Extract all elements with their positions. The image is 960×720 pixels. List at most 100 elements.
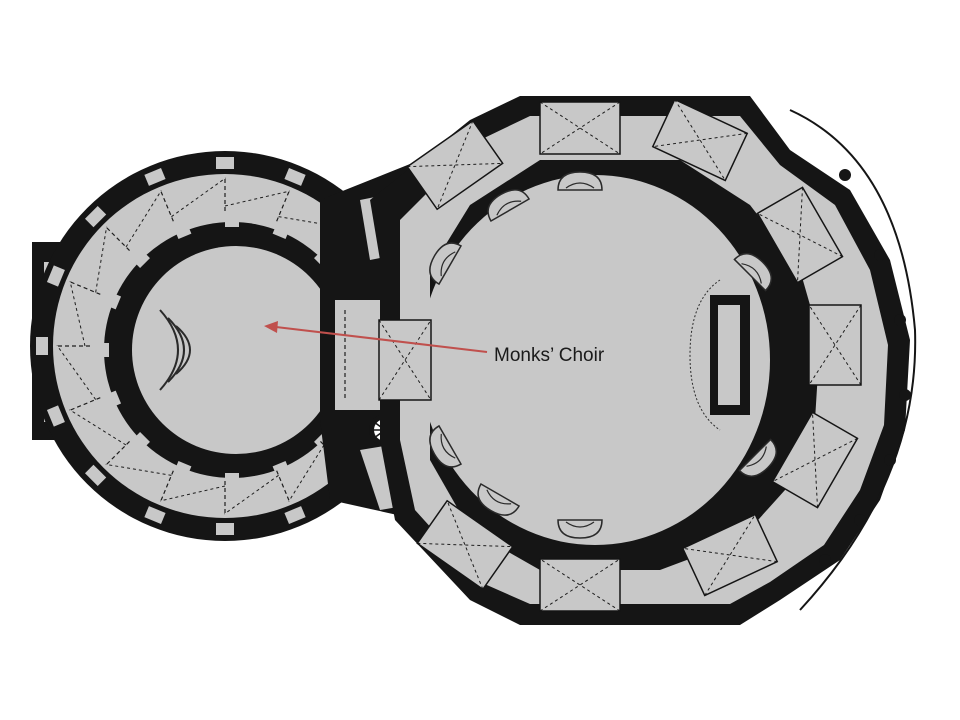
chapel-step bbox=[486, 489, 512, 505]
rotunda-pier bbox=[46, 265, 65, 287]
buttress bbox=[884, 454, 896, 466]
inner-pier bbox=[225, 217, 239, 227]
vault-diagonal bbox=[69, 281, 86, 347]
monks-choir-annotation: Monks’ Choir bbox=[264, 321, 605, 366]
chapel-step bbox=[565, 521, 595, 528]
inner-pier bbox=[174, 224, 192, 240]
vault-rib bbox=[757, 212, 843, 258]
inner-pier bbox=[174, 460, 192, 476]
nave-chapels bbox=[429, 171, 777, 539]
vault-diagonal bbox=[171, 177, 226, 218]
vault-rib bbox=[446, 500, 484, 590]
vault-bay bbox=[809, 305, 861, 385]
rotunda-pier bbox=[216, 157, 234, 169]
vault-rib bbox=[159, 470, 174, 504]
bay-outline bbox=[416, 499, 514, 591]
buttress bbox=[854, 514, 866, 526]
side-chapel bbox=[738, 438, 777, 477]
chapel-step bbox=[565, 182, 595, 189]
vault-rib bbox=[378, 319, 432, 401]
vault-diagonal bbox=[288, 444, 325, 502]
inner-pier bbox=[133, 251, 150, 268]
bay-outline bbox=[771, 411, 859, 509]
east-apse-outline bbox=[789, 109, 917, 611]
rotunda-pier bbox=[84, 205, 107, 228]
choir-apse-step bbox=[175, 325, 191, 375]
east-buttresses bbox=[819, 169, 911, 566]
vault-rib bbox=[539, 558, 621, 612]
vault-bay bbox=[757, 187, 843, 283]
vault-rib bbox=[159, 188, 174, 222]
bay-outline bbox=[681, 513, 779, 597]
bay-outline bbox=[756, 186, 844, 284]
bay-outline bbox=[808, 304, 862, 386]
inner-pier bbox=[99, 343, 109, 357]
vault-diagonal bbox=[56, 345, 97, 400]
nave-floor bbox=[420, 175, 770, 545]
east-octagon bbox=[370, 96, 917, 625]
vault-rib bbox=[539, 101, 621, 155]
vault-rib bbox=[276, 470, 291, 504]
vault-rib bbox=[67, 280, 101, 295]
vault-rib bbox=[796, 187, 804, 283]
annotation-arrow-line bbox=[275, 326, 488, 353]
bay-outline bbox=[406, 119, 504, 211]
vault-rib bbox=[67, 397, 101, 412]
vault-rib bbox=[808, 304, 862, 386]
vault-diagonal bbox=[95, 226, 108, 293]
rotunda-pier bbox=[144, 506, 166, 525]
bay-outline bbox=[378, 319, 432, 401]
chapel-step bbox=[440, 251, 456, 277]
monks-choir-floor bbox=[132, 246, 340, 454]
side-chapel bbox=[733, 253, 772, 292]
rotunda-pier bbox=[284, 506, 306, 525]
vault-diagonal bbox=[69, 409, 127, 446]
buttress bbox=[899, 389, 911, 401]
rotunda-pier bbox=[144, 167, 166, 186]
vault-rib bbox=[652, 132, 748, 148]
rotunda-pier bbox=[216, 523, 234, 535]
inner-pier bbox=[272, 224, 290, 240]
vault-rib bbox=[276, 188, 291, 222]
chapel-step bbox=[746, 446, 767, 467]
east-bays bbox=[378, 98, 862, 612]
chapel-step bbox=[741, 263, 762, 284]
vault-rib bbox=[104, 225, 130, 251]
rotunda-pier bbox=[84, 464, 107, 487]
chapel-step bbox=[440, 433, 456, 459]
altar-outline bbox=[689, 279, 721, 431]
vault-rib bbox=[539, 558, 621, 612]
bay-outline bbox=[539, 101, 621, 155]
vault-diagonal bbox=[224, 474, 279, 515]
vault-bay bbox=[772, 412, 858, 508]
choir-apse bbox=[159, 309, 179, 391]
inner-pier bbox=[133, 432, 150, 449]
vault-bay bbox=[682, 514, 778, 596]
vault-bay bbox=[417, 500, 513, 590]
monks-choir-label: Monks’ Choir bbox=[494, 345, 605, 366]
vault-diagonal bbox=[125, 190, 162, 248]
rotunda-pier bbox=[36, 337, 48, 355]
vault-rib bbox=[811, 412, 819, 508]
vault-rib bbox=[417, 542, 513, 548]
vault-rib bbox=[104, 441, 130, 467]
buttress bbox=[874, 249, 886, 261]
vault-rib bbox=[674, 99, 726, 181]
rotunda-pier bbox=[46, 405, 65, 427]
inner-pier bbox=[106, 390, 122, 408]
annotation-arrowhead bbox=[264, 321, 278, 333]
chapel-step bbox=[496, 200, 522, 216]
vault-rib bbox=[682, 547, 778, 563]
altar-floor bbox=[718, 305, 740, 405]
vault-rib bbox=[539, 101, 621, 155]
vault-bay bbox=[652, 99, 748, 181]
vault-bay bbox=[407, 120, 503, 210]
bay-outline bbox=[651, 98, 749, 182]
vault-rib bbox=[808, 304, 862, 386]
choir-apse-step bbox=[167, 317, 185, 383]
rotunda-pier bbox=[284, 167, 306, 186]
inner-pier bbox=[225, 473, 239, 483]
vault-rib bbox=[772, 437, 858, 483]
buttress bbox=[894, 314, 906, 326]
